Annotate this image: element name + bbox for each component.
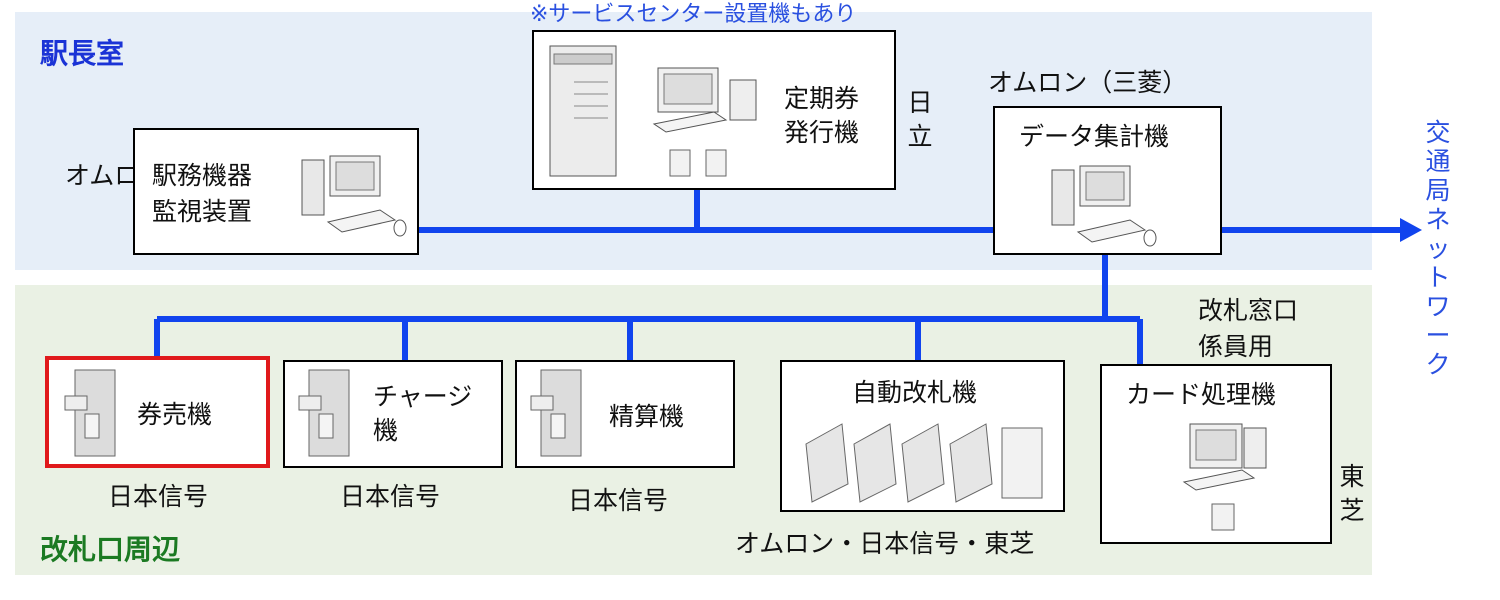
- gate-icon: [802, 414, 1052, 508]
- card-processor-vendor: 東 芝: [1339, 462, 1365, 525]
- ticket-vending-box: 券売機: [45, 356, 270, 468]
- kiosk-icon: [527, 368, 587, 464]
- ticket-vending-label: 券売機: [137, 400, 213, 429]
- charge-machine-box: チャージ 機: [283, 360, 503, 468]
- auto-gate-vendor: オムロン・日本信号・東芝: [735, 529, 1035, 558]
- aggregator-vendor: オムロン（三菱）: [988, 68, 1188, 97]
- fare-adjust-label: 精算機: [609, 402, 685, 431]
- issuer-vendor: 日 立: [907, 88, 933, 151]
- pc-icon: [300, 150, 410, 244]
- charge-label: チャージ 機: [373, 382, 473, 445]
- issuer-label: 定期券 発行機: [784, 84, 860, 147]
- monitor-label: 駅務機器 監視装置: [152, 161, 253, 226]
- fare-adjust-box: 精算機: [515, 360, 735, 468]
- fare-adjust-vendor: 日本信号: [568, 486, 669, 515]
- ticket-vending-vendor: 日本信号: [108, 482, 209, 511]
- kiosk-icon: [61, 368, 121, 464]
- pc-icon: [1050, 160, 1160, 254]
- card-processor-label: カード処理機: [1126, 380, 1277, 409]
- charge-vendor: 日本信号: [340, 482, 441, 511]
- network-arrow-head: [1400, 218, 1422, 242]
- station-office-title: 駅長室: [40, 37, 125, 70]
- data-aggregator-box: データ集計機: [993, 106, 1222, 255]
- network-label: 交 通 局 ネ ッ ト ワ ー ク: [1425, 118, 1451, 379]
- kiosk-icon: [295, 368, 355, 464]
- auto-gate-box: 自動改札機: [780, 360, 1065, 512]
- card-processor-note: 改札窓口 係員用: [1198, 296, 1299, 361]
- monitor-box: 駅務機器 監視装置: [133, 128, 419, 255]
- auto-gate-label: 自動改札機: [852, 378, 978, 407]
- card-processor-box: カード処理機: [1100, 364, 1332, 544]
- service-center-note: ※サービスセンター設置機もあり: [530, 2, 857, 27]
- terminal-icon: [1172, 418, 1272, 537]
- issuer-machine-icon: [546, 42, 766, 186]
- aggregator-label: データ集計機: [1019, 122, 1170, 151]
- commuter-pass-issuer-box: 定期券 発行機: [532, 30, 896, 190]
- gate-area-title: 改札口周辺: [40, 533, 181, 566]
